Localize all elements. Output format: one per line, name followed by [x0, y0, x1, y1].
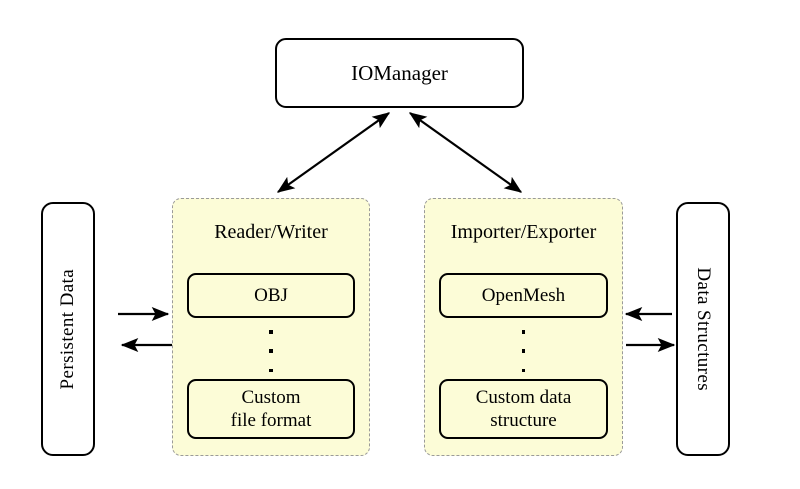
node-iomanager[interactable]: IOManager: [275, 38, 524, 108]
group-reader-writer-title: Reader/Writer: [214, 221, 328, 243]
group-importer-exporter: Importer/Exporter OpenMesh Custom data s…: [424, 198, 623, 456]
ellipsis-dot: [269, 349, 273, 353]
item-custom-file-format-line2: file format: [230, 410, 312, 431]
ellipsis-dot: [521, 368, 526, 372]
node-persistent-data[interactable]: Persistent Data: [41, 202, 95, 456]
group-importer-exporter-title: Importer/Exporter: [450, 221, 597, 243]
item-openmesh[interactable]: OpenMesh: [439, 273, 608, 318]
item-custom-file-format[interactable]: Custom file format: [187, 379, 355, 439]
group-reader-writer: Reader/Writer OBJ Custom file format: [172, 198, 370, 456]
item-obj[interactable]: OBJ: [187, 273, 355, 318]
item-custom-file-format-label: Custom file format: [231, 386, 312, 432]
node-persistent-data-label: Persistent Data: [56, 268, 78, 390]
item-custom-file-format-line1: Custom: [241, 386, 301, 408]
ellipsis-dot: [521, 330, 526, 334]
ellipsis-dot: [269, 368, 273, 372]
node-iomanager-label: IOManager: [351, 60, 448, 85]
item-custom-data-structure-line1: Custom data: [475, 386, 572, 408]
node-data-structures[interactable]: Data Structures: [676, 202, 730, 456]
item-custom-data-structure[interactable]: Custom data structure: [439, 379, 608, 439]
group-reader-writer-ellipsis: [173, 330, 369, 372]
ellipsis-dot: [521, 349, 526, 353]
item-custom-data-structure-label: Custom data structure: [476, 386, 572, 432]
item-openmesh-label: OpenMesh: [481, 284, 566, 306]
ellipsis-dot: [269, 330, 273, 334]
item-custom-data-structure-line2: structure: [490, 410, 557, 431]
item-obj-label: OBJ: [254, 284, 288, 306]
connector-manager-reader-writer: [276, 112, 391, 193]
group-importer-exporter-ellipsis: [425, 330, 622, 372]
node-data-structures-label: Data Structures: [693, 267, 715, 391]
connector-manager-importer-exporter: [408, 112, 523, 193]
